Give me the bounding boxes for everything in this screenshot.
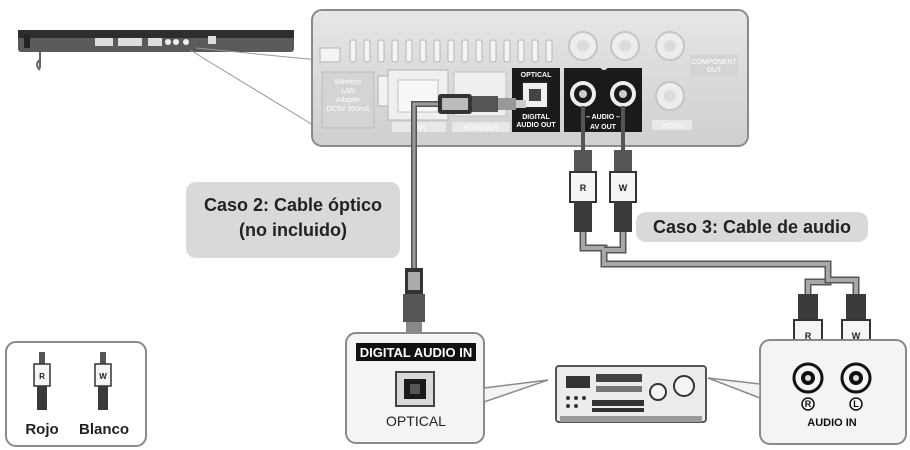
digital-audio-in-box — [345, 332, 549, 444]
plug-r-upper: R — [580, 183, 587, 193]
audio-in-r: R — [805, 399, 812, 409]
rca-cables — [569, 106, 871, 364]
audio-in-l: L — [853, 399, 859, 409]
lan-label: LAN — [412, 125, 426, 132]
component-out-label-2: OUT — [707, 67, 723, 74]
plug-w-lower: W — [852, 331, 861, 341]
digital-audio-in-header: DIGITAL AUDIO IN — [360, 345, 472, 360]
wireless-label-1: Wireless — [335, 79, 362, 86]
player-thumbnail — [18, 30, 319, 129]
hdmi-out-label: HDMI OUT — [464, 125, 499, 132]
optical-label: OPTICAL — [386, 413, 446, 429]
optical-top-label: OPTICAL — [521, 72, 552, 79]
plug-w-upper: W — [619, 183, 628, 193]
wireless-label-4: DC5V 350mA — [327, 106, 370, 113]
component-out-label-1: COMPONENT — [691, 59, 737, 66]
legend-blanco: Blanco — [79, 421, 129, 438]
wireless-label-3: Adapter — [336, 97, 361, 104]
av-out-label: AV OUT — [590, 124, 617, 131]
case2-callout: Caso 2: Cable óptico (no incluido) — [186, 182, 400, 258]
digital-audio-out-2: AUDIO OUT — [516, 122, 556, 129]
audio-in-box — [707, 339, 907, 445]
av-receiver — [555, 365, 707, 423]
legend-w: W — [99, 372, 107, 381]
rear-panel — [311, 9, 749, 147]
color-legend — [5, 341, 147, 447]
case3-callout: Caso 3: Cable de audio — [636, 212, 868, 242]
case2-title: Caso 2: Cable óptico — [203, 195, 383, 215]
legend-r: R — [39, 372, 45, 381]
digital-audio-out-1: DIGITAL — [522, 114, 550, 121]
video-label: VIDEO — [661, 123, 683, 130]
audio-label: – AUDIO – — [586, 114, 620, 121]
legend-rojo: Rojo — [25, 421, 58, 438]
audio-in-label: AUDIO IN — [807, 417, 857, 429]
wireless-label-2: LAN — [341, 88, 355, 95]
plug-r-lower: R — [805, 331, 812, 341]
case2-subtitle: (no incluido) — [239, 220, 347, 240]
optical-cable — [403, 94, 526, 344]
case3-title: Caso 3: Cable de audio — [652, 217, 852, 237]
